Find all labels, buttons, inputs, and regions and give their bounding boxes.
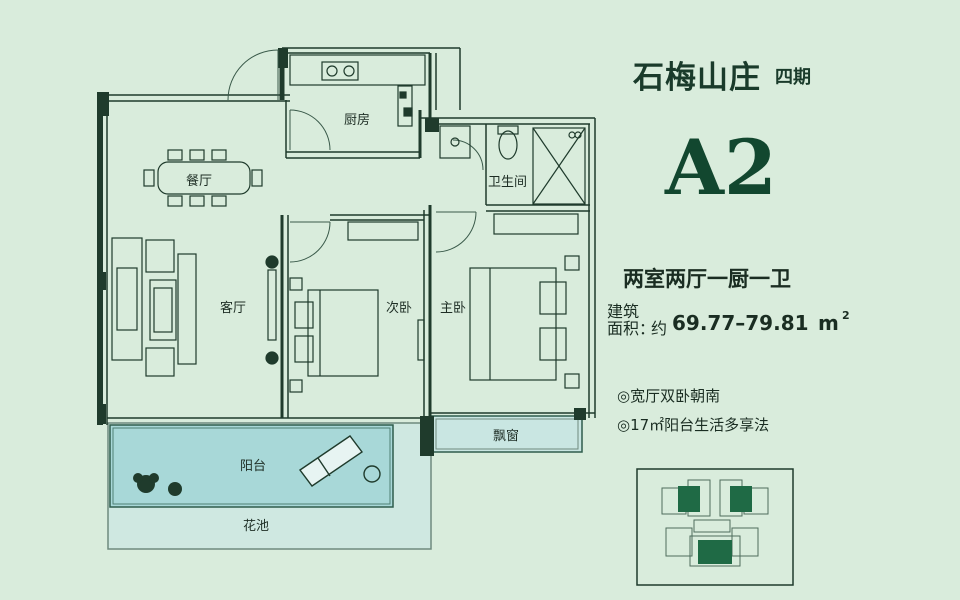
wall-columns: [97, 48, 586, 456]
feature-2: ◎17㎡阳台生活多享法: [617, 416, 770, 434]
project-title: 石梅山庄: [633, 60, 761, 96]
area-label-2: 面积：: [607, 319, 656, 338]
living-room-sofa: [111, 237, 197, 377]
room-label-dining: 餐厅: [186, 173, 212, 189]
bathroom-fixtures: [439, 125, 586, 205]
room-label-second-bedroom: 次卧: [386, 300, 412, 316]
second-bedroom-bed: [289, 221, 419, 393]
balcony-rail: [112, 427, 391, 505]
bay-window-area: [431, 415, 583, 453]
key-plan-highlight: [678, 486, 752, 564]
key-plan: [636, 468, 794, 586]
room-label-flower-bed: 花池: [243, 518, 269, 534]
room-label-master-bedroom: 主卧: [440, 301, 466, 316]
doors: [227, 49, 484, 263]
dining-table: [143, 149, 263, 207]
layout-type: 两室两厅一厨一卫: [623, 267, 791, 291]
tv-wall: [265, 255, 279, 365]
project-phase: 四期: [775, 67, 811, 88]
room-label-bathroom: 卫生间: [488, 175, 527, 190]
plant-icon: [133, 473, 182, 496]
area-label: 建筑: [607, 302, 640, 321]
kitchen-fixtures: [289, 54, 426, 127]
room-label-bay-window: 飘窗: [493, 428, 519, 444]
room-label-kitchen: 厨房: [344, 112, 370, 128]
balcony-furniture: [299, 435, 381, 487]
master-bedroom-bed: [417, 213, 580, 389]
feature-1: ◎宽厅双卧朝南: [617, 387, 721, 405]
room-label-balcony: 阳台: [240, 459, 266, 474]
area-unit-superscript: 2: [842, 309, 850, 322]
unit-code: A2: [665, 123, 777, 212]
walls: [97, 47, 596, 455]
bay-window-inner: [435, 418, 579, 450]
area-prefix: 约: [651, 319, 668, 338]
floor-plan: 厨房 餐厅 客厅 卫生间 次卧 主卧 阳台 飘窗 花池: [97, 47, 596, 550]
area-value: 69.77–79.81: [672, 311, 809, 335]
area-unit: m: [818, 311, 839, 335]
room-label-living: 客厅: [220, 300, 246, 316]
